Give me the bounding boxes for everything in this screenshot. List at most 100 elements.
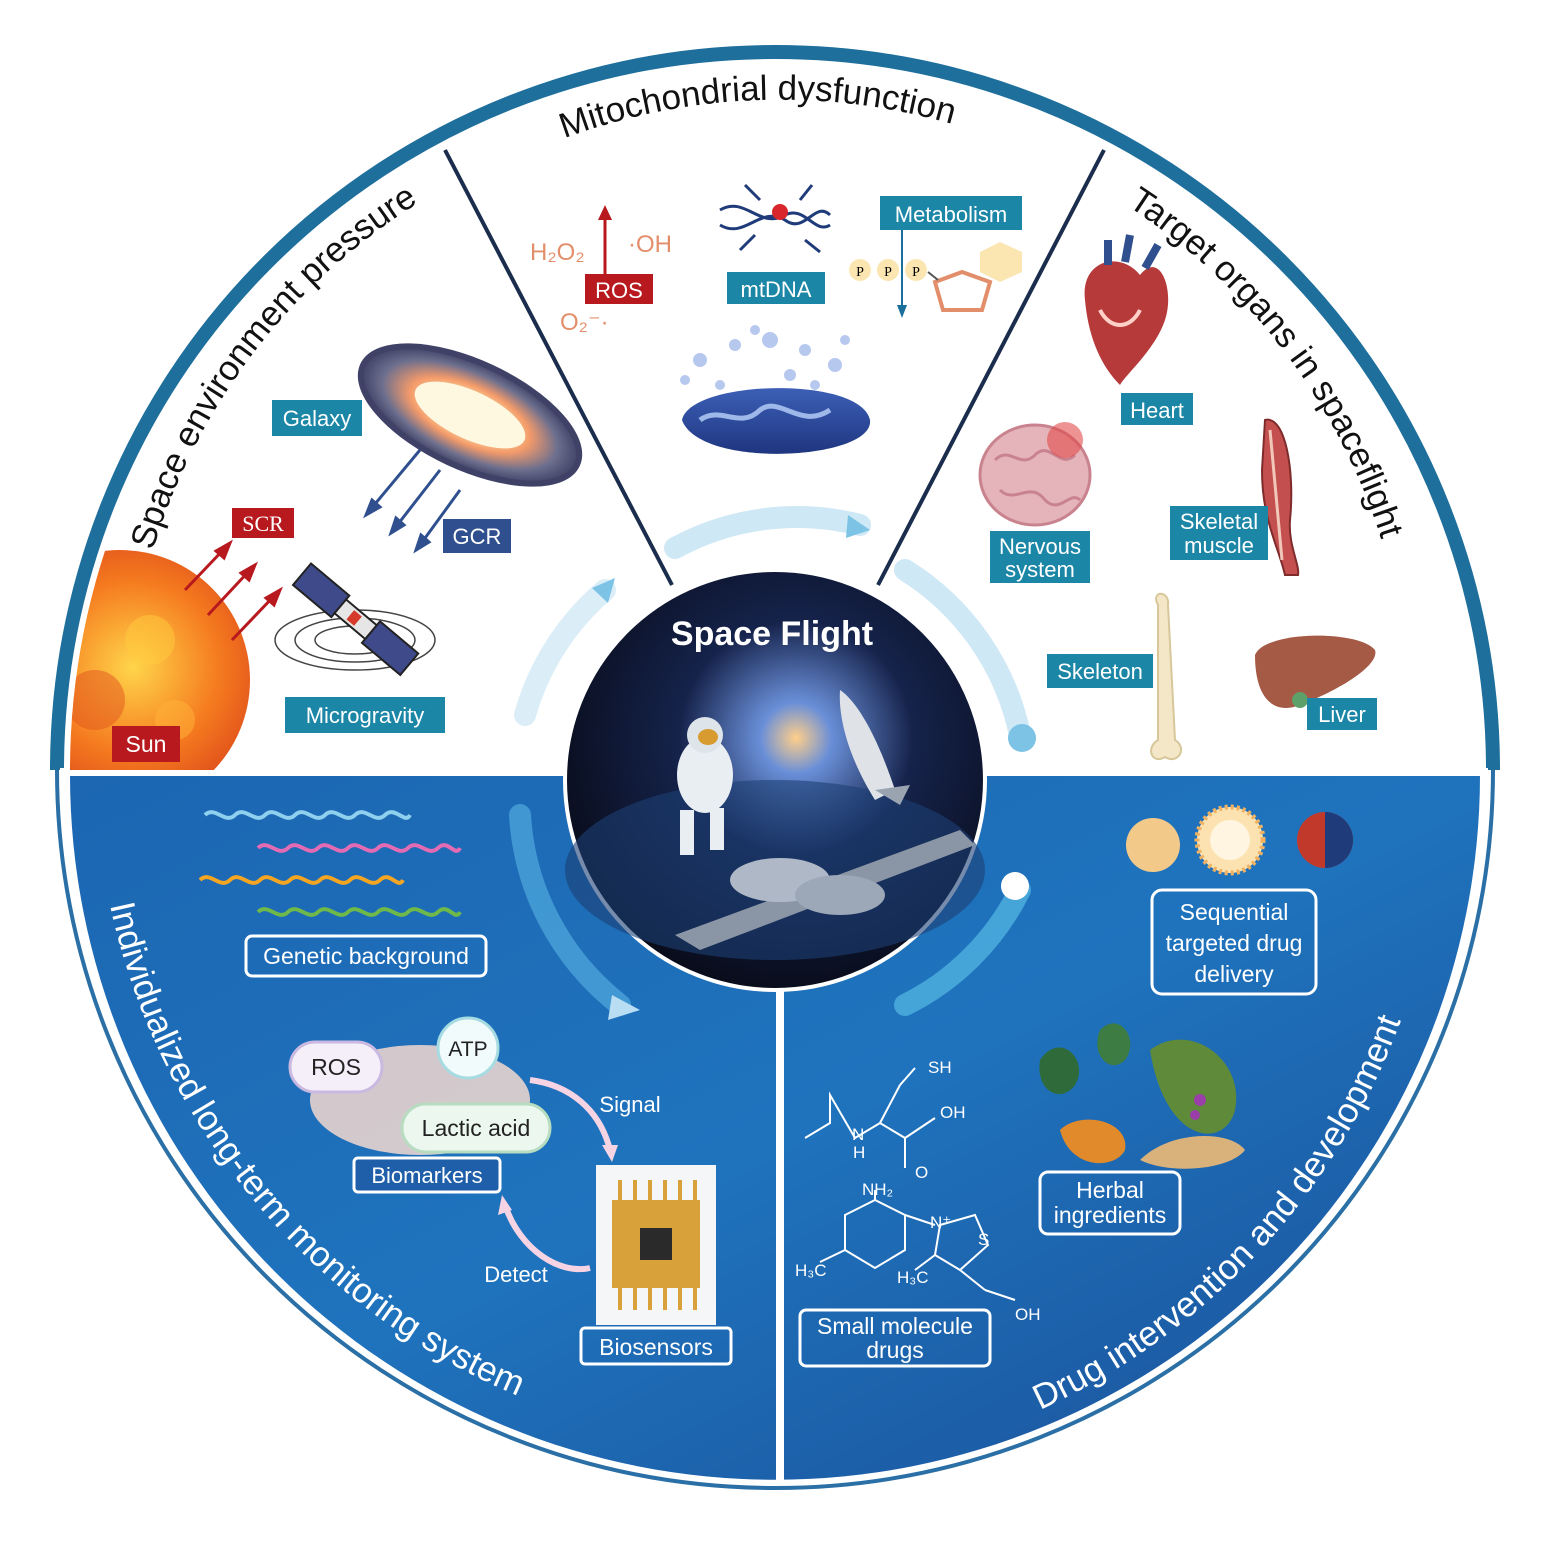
astronaut-icon xyxy=(677,717,733,855)
ros-bubble xyxy=(288,1040,384,1094)
sequential-label-line3: delivery xyxy=(1194,961,1274,987)
svg-text:P: P xyxy=(912,265,920,280)
biosensors-label-box xyxy=(579,1326,733,1366)
metabolism-arrowhead xyxy=(897,305,907,318)
microgravity-label-box xyxy=(285,697,445,733)
leg-muscle-icon xyxy=(1260,418,1300,576)
mtdna-label-box xyxy=(727,272,825,304)
signal-arrowhead xyxy=(602,1145,618,1162)
heart-label-box xyxy=(1121,393,1193,425)
scr-label: SCR xyxy=(242,511,284,536)
genetic-label-box xyxy=(244,934,488,978)
biosensor-chip-icon xyxy=(596,1165,716,1325)
center-image: Space Flight xyxy=(563,568,987,992)
dna-strands-icon xyxy=(198,810,462,917)
flow-arcs xyxy=(509,506,1036,1020)
sh-atom: SH xyxy=(928,1058,952,1077)
satellite-icon xyxy=(274,562,436,677)
ros-bubble-label: ROS xyxy=(311,1054,361,1080)
detect-label: Detect xyxy=(484,1262,548,1287)
svg-text:P: P xyxy=(856,265,864,280)
h2o2-label: H₂O₂ xyxy=(530,239,585,266)
ros-label-box xyxy=(585,274,653,304)
oh-radical-label: ·OH xyxy=(628,231,672,258)
mtdna-icon xyxy=(719,183,832,254)
herbal-label-box xyxy=(1038,1170,1182,1236)
s-atom: S xyxy=(978,1230,989,1249)
liver-label-box xyxy=(1307,698,1377,730)
center-title: Space Flight xyxy=(671,615,873,653)
mtdna-label: mtDNA xyxy=(741,277,812,302)
metabolism-label-box xyxy=(880,196,1022,230)
galaxy-icon xyxy=(357,343,583,487)
herbal-label-line2: ingredients xyxy=(1054,1202,1167,1228)
lower-half xyxy=(70,775,1480,1480)
h3c-atom-2: H₃C xyxy=(897,1268,928,1287)
atp-molecule-icon: P P P xyxy=(849,242,1022,312)
atp-bubble-label: ATP xyxy=(448,1038,487,1061)
ros-label: ROS xyxy=(595,278,643,303)
biomarkers-label-box xyxy=(352,1156,502,1194)
sun-label: Sun xyxy=(126,731,167,757)
biosensors-label: Biosensors xyxy=(599,1334,713,1360)
h3c-atom-1: H₃C xyxy=(795,1261,826,1280)
heart-label: Heart xyxy=(1130,398,1184,423)
lactic-bubble-label: Lactic acid xyxy=(422,1115,531,1141)
brain-icon xyxy=(978,422,1092,527)
lactic-bubble xyxy=(400,1102,552,1154)
herbal-label-line1: Herbal xyxy=(1076,1177,1144,1203)
gcr-label: GCR xyxy=(453,524,502,549)
detect-arrowhead xyxy=(498,1195,512,1215)
o-atom: O xyxy=(915,1163,928,1182)
upper-rim xyxy=(50,45,1500,771)
liver-icon xyxy=(1255,635,1376,708)
spaceship-icon xyxy=(675,830,975,950)
skeleton-label-box xyxy=(1047,654,1153,688)
nervous-label-line2: system xyxy=(1005,557,1075,582)
thiamine-structure-icon xyxy=(819,1190,1016,1301)
gcr-label-box xyxy=(443,519,511,553)
biomarkers-label: Biomarkers xyxy=(371,1163,482,1188)
microgravity-label: Microgravity xyxy=(306,703,425,728)
nanoparticles-icon xyxy=(1126,804,1353,876)
nervous-label-box xyxy=(990,531,1090,583)
small-molecule-label-line2: drugs xyxy=(866,1337,924,1363)
n-plus-atom: N⁺ xyxy=(930,1213,951,1232)
skeletal-muscle-label-box xyxy=(1170,506,1268,560)
svg-text:P: P xyxy=(884,265,892,280)
skeleton-label: Skeleton xyxy=(1057,659,1143,684)
oh-atom-2: OH xyxy=(1015,1305,1041,1324)
nh2-atom: NH₂ xyxy=(862,1180,893,1199)
nervous-label-line1: Nervous xyxy=(999,534,1081,559)
damaged-mitochondrion-icon xyxy=(680,325,871,454)
sun-label-box xyxy=(112,726,180,762)
bone-icon xyxy=(1150,592,1182,760)
sequential-label-line1: Sequential xyxy=(1180,899,1289,925)
herbs-icon xyxy=(1039,1023,1245,1169)
detect-arrow xyxy=(502,1204,591,1273)
galaxy-label: Galaxy xyxy=(283,406,351,431)
small-molecule-label-line1: Small molecule xyxy=(817,1313,973,1339)
space-shuttle-icon xyxy=(839,690,910,805)
galaxy-label-box xyxy=(272,400,362,436)
scr-label-box xyxy=(232,508,294,538)
atp-bubble xyxy=(436,1016,500,1080)
small-molecule-label-box xyxy=(798,1308,992,1368)
sequential-label-line2: targeted drug xyxy=(1166,930,1303,956)
nac-structure-icon xyxy=(804,1067,936,1168)
sequential-label-box xyxy=(1150,888,1318,996)
superoxide-label: O₂⁻· xyxy=(560,309,609,336)
h-atom: H xyxy=(853,1143,865,1162)
liver-label: Liver xyxy=(1318,702,1366,727)
sun-icon xyxy=(70,550,250,770)
scr-arrows xyxy=(183,539,283,642)
genetic-label: Genetic background xyxy=(263,943,469,969)
skeletal-muscle-label-line1: Skeletal xyxy=(1180,509,1258,534)
signal-arrow xyxy=(529,1077,613,1151)
heart-icon xyxy=(1084,234,1169,385)
gcr-arrows xyxy=(363,449,462,554)
skeletal-muscle-label-line2: muscle xyxy=(1184,533,1254,558)
oh-atom: OH xyxy=(940,1103,966,1122)
